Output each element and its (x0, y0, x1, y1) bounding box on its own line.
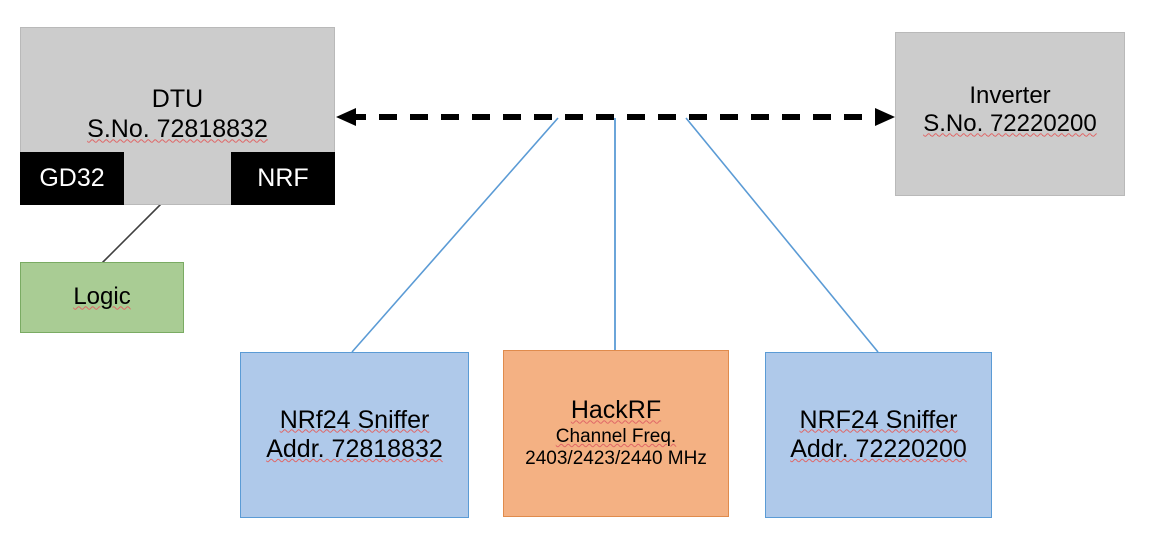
gd32-label: GD32 (39, 163, 105, 192)
nrf24-right-addr: Addr. 72220200 (790, 435, 967, 463)
node-hackrf[interactable]: HackRF Channel Freq. 2403/2423/2440 MHz (503, 350, 729, 517)
edge-tap-nrf24-left (351, 117, 559, 353)
nrf24-right-label: NRF24 Sniffer (799, 405, 958, 434)
edge-tap-nrf24-right (685, 117, 879, 353)
node-gd32[interactable]: GD32 (20, 152, 124, 205)
hackrf-sub-label: Channel Freq. (555, 425, 677, 447)
nrf24-left-addr: Addr. 72818832 (266, 435, 443, 463)
node-nrf[interactable]: NRF (231, 152, 335, 205)
inverter-label: Inverter (969, 82, 1051, 109)
arrowhead-right (875, 108, 895, 126)
logic-label: Logic (73, 283, 131, 311)
hackrf-label: HackRF (570, 396, 662, 425)
nrf-label: NRF (257, 163, 309, 192)
inverter-serial: S.No. 72220200 (923, 110, 1097, 138)
dtu-label: DTU (151, 85, 204, 113)
arrowhead-left (336, 108, 356, 126)
dtu-serial: S.No. 72818832 (87, 114, 268, 143)
node-inverter[interactable]: Inverter S.No. 72220200 (895, 32, 1125, 196)
nrf24-left-label: NRf24 Sniffer (279, 405, 430, 434)
node-nrf24-sniffer-right[interactable]: NRF24 Sniffer Addr. 72220200 (765, 352, 992, 518)
hackrf-frequencies: 2403/2423/2440 MHz (525, 448, 707, 470)
node-nrf24-sniffer-left[interactable]: NRf24 Sniffer Addr. 72818832 (240, 352, 469, 518)
edge-dtu-inverter (336, 108, 895, 126)
node-logic[interactable]: Logic (20, 262, 184, 333)
